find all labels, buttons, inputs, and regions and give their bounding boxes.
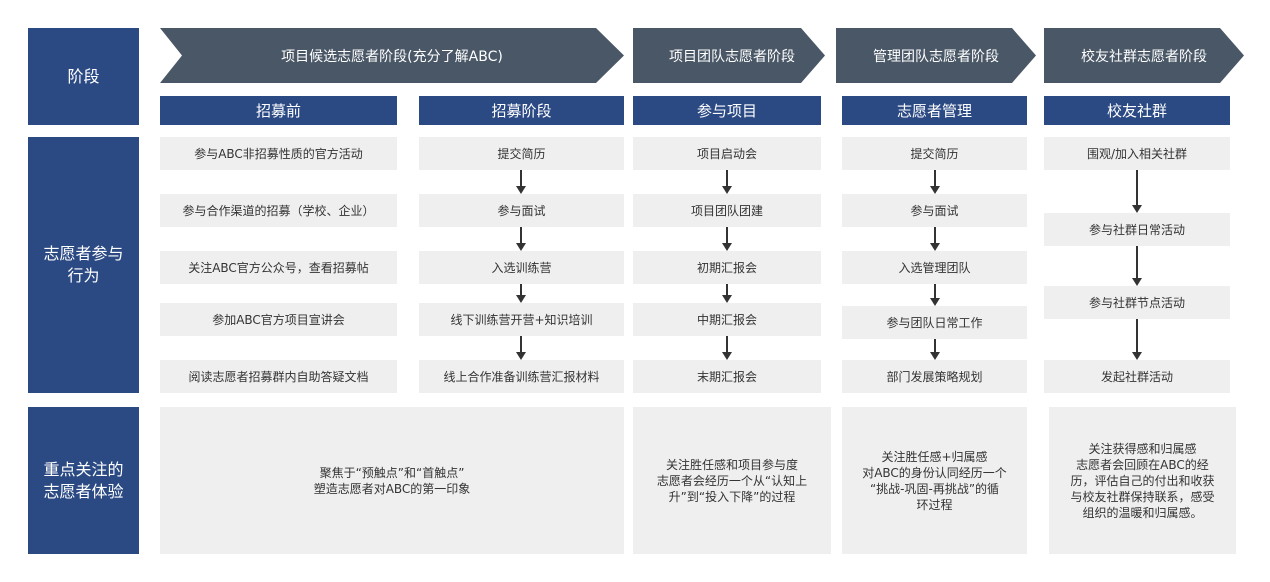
row-label-behavior: 志愿者参与 行为 xyxy=(28,137,139,393)
flow-arrow-down-icon xyxy=(1132,319,1142,360)
alumni-step: 参与社群日常活动 xyxy=(1044,213,1230,246)
experience-alumni: 关注获得感和归属感 志愿者会回顾在ABC的经 历，评估自己的付出和收获 与校友社… xyxy=(1049,407,1236,554)
recruit-step: 参与面试 xyxy=(419,194,624,227)
experience-management-team: 关注胜任感+归属感 对ABC的身份认同经历一个 “挑战-巩固-再挑战”的循 环过… xyxy=(842,407,1027,554)
volunteer-mgmt-step: 参与面试 xyxy=(842,194,1027,227)
recruit-step: 提交简历 xyxy=(419,137,624,170)
flow-arrow-down-icon xyxy=(722,284,732,303)
stage-chevron-management-team: 管理团队志愿者阶段 xyxy=(836,28,1036,83)
column-header-recruit: 招募阶段 xyxy=(419,96,624,125)
alumni-step: 参与社群节点活动 xyxy=(1044,286,1230,319)
flow-arrow-down-icon xyxy=(1132,170,1142,213)
project-step: 中期汇报会 xyxy=(633,303,821,336)
flow-arrow-down-icon xyxy=(722,336,732,360)
column-header-project: 参与项目 xyxy=(633,96,821,125)
volunteer-mgmt-step: 部门发展策略规划 xyxy=(842,360,1027,393)
row-label-experience: 重点关注的 志愿者体验 xyxy=(28,407,139,554)
volunteer-mgmt-step: 入选管理团队 xyxy=(842,251,1027,284)
alumni-step: 发起社群活动 xyxy=(1044,360,1230,393)
row-label-stage: 阶段 xyxy=(28,28,139,125)
recruit-step: 入选训练营 xyxy=(419,251,624,284)
experience-candidate: 聚焦于“预触点”和“首触点” 塑造志愿者对ABC的第一印象 xyxy=(160,407,624,554)
flow-arrow-down-icon xyxy=(516,227,526,251)
flow-arrow-down-icon xyxy=(1132,246,1142,286)
column-header-volunteer-mgmt: 志愿者管理 xyxy=(842,96,1027,125)
flow-arrow-down-icon xyxy=(516,336,526,360)
alumni-step: 围观/加入相关社群 xyxy=(1044,137,1230,170)
pre-recruit-item: 参与合作渠道的招募（学校、企业） xyxy=(160,194,397,227)
recruit-step: 线下训练营开营+知识培训 xyxy=(419,303,624,336)
pre-recruit-item: 参加ABC官方项目宣讲会 xyxy=(160,303,397,336)
project-step: 项目团队团建 xyxy=(633,194,821,227)
stage-chevron-candidate: 项目候选志愿者阶段(充分了解ABC) xyxy=(160,28,624,83)
pre-recruit-item: 阅读志愿者招募群内自助答疑文档 xyxy=(160,360,397,393)
flow-arrow-down-icon xyxy=(722,227,732,251)
volunteer-mgmt-step: 参与团队日常工作 xyxy=(842,306,1027,339)
flow-arrow-down-icon xyxy=(930,170,940,194)
project-step: 初期汇报会 xyxy=(633,251,821,284)
flow-arrow-down-icon xyxy=(930,284,940,306)
stage-chevron-project-team: 项目团队志愿者阶段 xyxy=(633,28,825,83)
project-step: 末期汇报会 xyxy=(633,360,821,393)
stage-chevron-alumni: 校友社群志愿者阶段 xyxy=(1044,28,1244,83)
project-step: 项目启动会 xyxy=(633,137,821,170)
column-header-pre-recruit: 招募前 xyxy=(160,96,397,125)
pre-recruit-item: 关注ABC官方公众号，查看招募帖 xyxy=(160,251,397,284)
flow-arrow-down-icon xyxy=(930,227,940,251)
flow-arrow-down-icon xyxy=(722,170,732,194)
recruit-step: 线上合作准备训练营汇报材料 xyxy=(419,360,624,393)
column-header-alumni: 校友社群 xyxy=(1044,96,1230,125)
flow-arrow-down-icon xyxy=(516,284,526,303)
flow-arrow-down-icon xyxy=(930,339,940,360)
volunteer-mgmt-step: 提交简历 xyxy=(842,137,1027,170)
pre-recruit-item: 参与ABC非招募性质的官方活动 xyxy=(160,137,397,170)
experience-project-team: 关注胜任感和项目参与度 志愿者会经历一个从“认知上 升”到“投入下降”的过程 xyxy=(633,407,831,554)
flow-arrow-down-icon xyxy=(516,170,526,194)
